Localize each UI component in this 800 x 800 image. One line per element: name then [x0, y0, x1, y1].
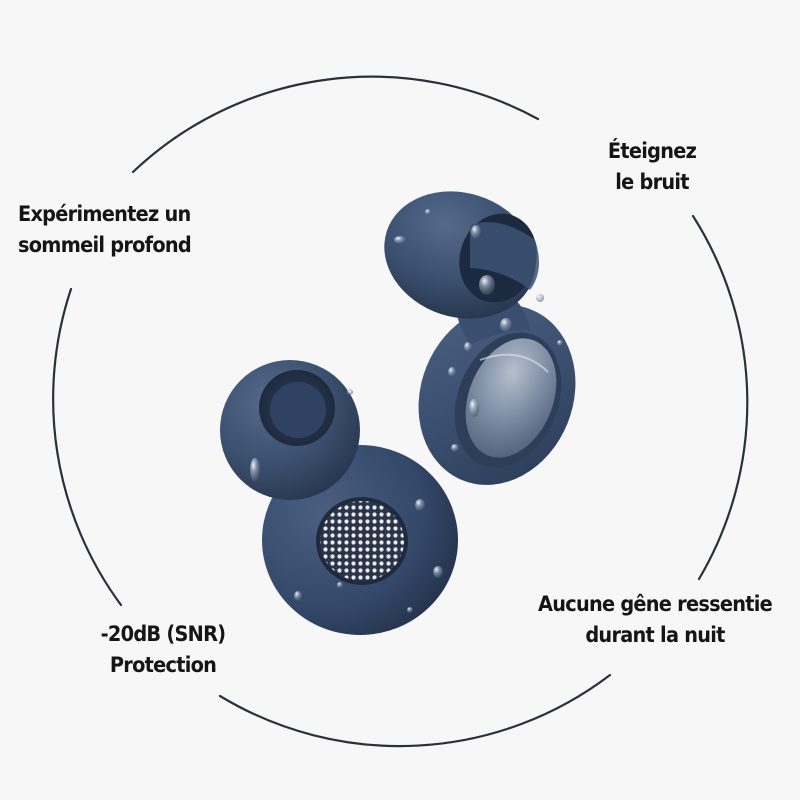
circle-arc-right [691, 214, 749, 581]
feature-snr-protection: -20dB (SNR) Protection [85, 619, 241, 681]
earplug-left [220, 360, 458, 635]
feature-block-noise: Éteignez le bruit [588, 136, 717, 198]
circle-arc-bottom [218, 673, 612, 748]
circle-arc-top [131, 75, 540, 174]
feature-comfort: Aucune gêne ressentie durant la nuit [523, 589, 786, 651]
feature-deep-sleep-line2: sommeil profond [18, 233, 192, 257]
circle-arc-left [52, 287, 123, 607]
feature-comfort-line2: durant la nuit [585, 623, 725, 647]
feature-comfort-line1: Aucune gêne ressentie [537, 592, 773, 616]
feature-block-noise-line2: le bruit [615, 170, 689, 194]
feature-block-noise-line1: Éteignez [607, 139, 697, 163]
feature-deep-sleep-line1: Expérimentez un [18, 202, 191, 226]
feature-circle [52, 75, 749, 748]
feature-snr-protection-line2: Protection [109, 653, 217, 677]
water-droplets [250, 209, 563, 613]
feature-snr-protection-line1: -20dB (SNR) [100, 622, 226, 646]
feature-deep-sleep: Expérimentez un sommeil profond [18, 199, 192, 261]
